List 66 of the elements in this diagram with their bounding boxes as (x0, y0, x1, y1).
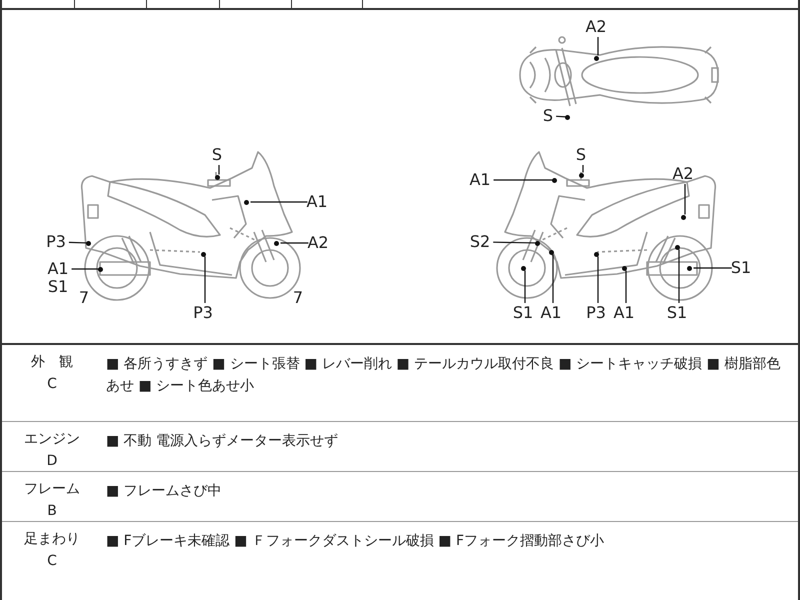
point-marker (520, 266, 526, 270)
grade-letter: C (47, 552, 57, 570)
leader-line (493, 242, 537, 244)
tire-depth-number: 7 (292, 289, 304, 307)
category-name: 外 観 (31, 353, 73, 371)
callout-label: S (212, 146, 222, 164)
callout-label: A1 (613, 304, 635, 322)
callout-label: A2 (672, 165, 694, 183)
leader-line (68, 242, 88, 244)
point-marker (548, 250, 554, 254)
condition-notes: ■ 不動 電源入らずメーター表示せず (105, 432, 340, 451)
point-marker (200, 252, 206, 256)
point-marker (274, 240, 278, 246)
grade-letter: C (47, 375, 57, 393)
condition-notes: ■ フレームさび中 (105, 482, 223, 501)
callout-label: S (576, 146, 586, 164)
condition-notes: ■ 各所うすきず ■ シート張替 ■ レバー削れ ■ テールカウル取付不良 ■ シートキャッチ破損 ■ 樹脂部色あせ ■ シート色あせ小 (105, 355, 782, 396)
leader-line (204, 256, 206, 303)
point-marker (622, 266, 626, 270)
leader-line (694, 267, 732, 269)
point-marker (86, 240, 90, 246)
point-marker (594, 252, 598, 256)
leader-line (280, 242, 308, 244)
category-name: エンジン (24, 430, 80, 448)
callout-label: P3 (46, 233, 66, 251)
point-marker (244, 200, 248, 204)
callout-label: S2 (470, 233, 490, 251)
callout-label: A2 (307, 234, 329, 252)
callout-label: P3 (586, 304, 606, 322)
tire-depth-number: 7 (78, 289, 90, 307)
leader-line (556, 116, 567, 118)
callout-label: S1 (666, 304, 688, 322)
callout-label: A1 (469, 171, 491, 189)
grade-letter: D (46, 452, 58, 470)
callout-label: S1 (730, 259, 752, 277)
callout-label: P3 (193, 304, 213, 322)
leader-line (494, 179, 554, 181)
point-marker (98, 266, 102, 272)
grade-letter: B (47, 502, 57, 520)
condition-notes: ■ Fブレーキ未確認 ■ Ｆフォークダストシール破損 ■ Fフォーク摺動部さび小 (105, 532, 606, 551)
point-marker (674, 244, 680, 250)
callout-label: S1 (512, 304, 534, 322)
point-marker (534, 240, 540, 246)
callout-label: S (542, 107, 554, 125)
category-name: フレーム (24, 480, 80, 498)
leader-line (250, 201, 308, 203)
callout-label: A1 (306, 193, 328, 211)
point-marker (552, 178, 556, 182)
point-marker (214, 174, 220, 180)
callout-label: A1 (47, 260, 69, 278)
leader-line (552, 254, 554, 303)
point-marker (686, 266, 692, 270)
point-marker (680, 214, 686, 220)
callout-label: S1 (48, 278, 68, 296)
category-name: 足まわり (24, 530, 80, 548)
leader-line (582, 165, 584, 172)
leader-line (597, 256, 599, 303)
leader-line (597, 37, 599, 56)
callout-label: A2 (585, 18, 607, 36)
leader-line (218, 165, 220, 174)
leader-line (625, 270, 627, 303)
point-marker (564, 114, 570, 120)
callout-label: A1 (540, 304, 562, 322)
point-marker (594, 56, 598, 60)
point-marker (578, 172, 584, 178)
leader-line (684, 184, 686, 214)
